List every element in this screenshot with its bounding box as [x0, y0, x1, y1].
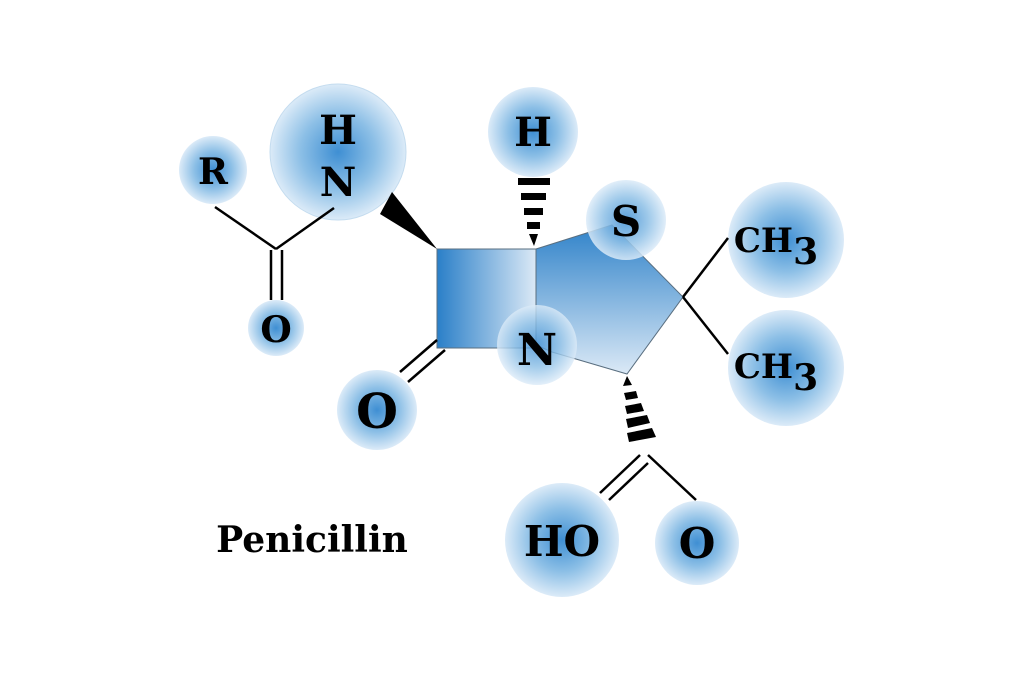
atom-carboxyl-ho: HO: [524, 517, 600, 566]
glow-ring-n: [497, 305, 577, 385]
atom-glows: [179, 83, 844, 597]
glow-nh: [269, 83, 407, 221]
atom-ring-n: N: [517, 325, 557, 376]
atom-ring-h: H: [514, 109, 552, 156]
glow-ch3-top: [728, 182, 844, 298]
atom-amide-o: O: [260, 309, 291, 351]
hashed-wedge-top: [518, 178, 550, 246]
bonds: [214, 205, 729, 501]
hashed-wedge-bottom: [623, 376, 656, 442]
glow-ho: [505, 483, 619, 597]
glow-s: [586, 180, 666, 260]
diagram-title: Penicillin: [216, 519, 408, 561]
atom-r: R: [198, 151, 229, 193]
glow-r: [179, 136, 247, 204]
atom-methyl-top: CH3: [734, 221, 818, 273]
atom-carboxyl-o: O: [679, 519, 716, 568]
glow-amide-o: [248, 300, 304, 356]
atom-methyl-bottom: CH3: [734, 347, 818, 399]
glow-ring-h: [488, 87, 578, 177]
wedge-bond: [380, 192, 437, 249]
atom-lactam-o: O: [356, 384, 398, 440]
glow-lactam-o: [337, 370, 417, 450]
atom-amide-h: H: [319, 107, 357, 154]
glow-ch3-bottom: [728, 310, 844, 426]
atom-amide-n: N: [320, 159, 357, 206]
glow-carboxyl-o: [655, 501, 739, 585]
atom-ring-s: S: [611, 197, 641, 246]
